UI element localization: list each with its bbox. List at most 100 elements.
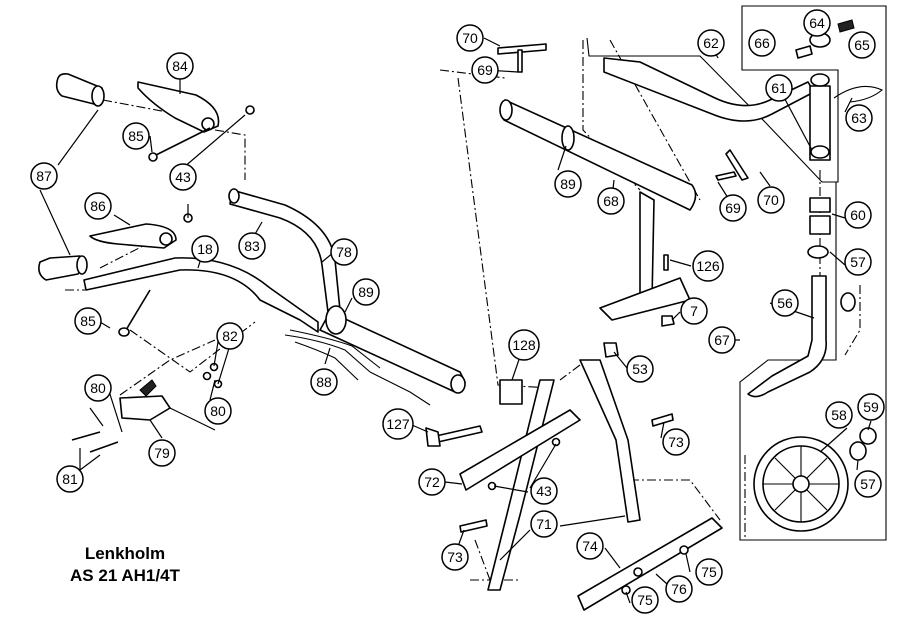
- callout-number: 80: [90, 380, 106, 396]
- callout-circle: [697, 29, 725, 57]
- callout-76: 76: [665, 575, 693, 603]
- center-frame: [459, 19, 884, 611]
- callout-62: 62: [697, 29, 725, 57]
- callout-number: 63: [851, 110, 867, 126]
- callout-number: 68: [603, 193, 619, 209]
- callout-number: 79: [154, 445, 170, 461]
- callout-circle: [748, 29, 776, 57]
- callout-126: 126: [692, 250, 724, 282]
- callout-number: 73: [668, 434, 684, 450]
- callout-number: 60: [850, 207, 866, 223]
- callout-number: 43: [536, 483, 552, 499]
- callout-number: 61: [771, 80, 787, 96]
- callout-72: 72: [418, 468, 446, 496]
- callout-number: 72: [424, 474, 440, 490]
- callout-71: 71: [530, 510, 558, 538]
- callout-74: 74: [576, 532, 604, 560]
- callout-number: 64: [809, 15, 825, 31]
- callout-circle: [680, 297, 708, 325]
- callout-circle: [848, 31, 876, 59]
- callout-number: 57: [850, 254, 866, 270]
- callout-number: 89: [358, 284, 374, 300]
- callout-80: 80: [204, 397, 232, 425]
- callout-81: 81: [56, 465, 84, 493]
- inset-boxes: [586, 5, 887, 541]
- callout-85: 85: [122, 122, 150, 150]
- callout-circle: [508, 329, 540, 361]
- callout-circle: [695, 558, 723, 586]
- callout-circle: [857, 393, 885, 421]
- callout-75: 75: [695, 558, 723, 586]
- callout-number: 58: [831, 407, 847, 423]
- callout-circle: [166, 52, 194, 80]
- callout-circle: [631, 586, 659, 614]
- callout-circle: [456, 24, 484, 52]
- callout-circle: [310, 368, 338, 396]
- callout-circle: [382, 408, 414, 440]
- callout-number: 59: [863, 399, 879, 415]
- callout-68: 68: [597, 187, 625, 215]
- callout-number: 69: [477, 62, 493, 78]
- callout-number: 7: [690, 303, 698, 319]
- callout-number: 126: [696, 258, 720, 274]
- callout-circle: [216, 322, 244, 350]
- handlebar-assembly: [38, 73, 483, 453]
- callout-82: 82: [216, 322, 244, 350]
- callout-64: 64: [803, 9, 831, 37]
- callout-number: 56: [777, 295, 793, 311]
- callout-69: 69: [471, 56, 499, 84]
- callout-number: 87: [36, 168, 52, 184]
- callout-circle: [418, 468, 446, 496]
- callout-56: 56: [771, 289, 799, 317]
- callout-circle: [597, 187, 625, 215]
- callout-73: 73: [662, 428, 690, 456]
- callout-7: 7: [680, 297, 708, 325]
- callout-circle: [530, 510, 558, 538]
- callout-79: 79: [148, 439, 176, 467]
- callout-70: 70: [757, 186, 785, 214]
- callout-circle: [854, 470, 882, 498]
- callout-circle: [530, 477, 558, 505]
- callout-circle: [204, 397, 232, 425]
- callout-circle: [665, 575, 693, 603]
- callout-61: 61: [765, 74, 793, 102]
- callout-88: 88: [310, 368, 338, 396]
- callout-circle: [803, 9, 831, 37]
- callout-circle: [56, 465, 84, 493]
- callout-59: 59: [857, 393, 885, 421]
- callout-75: 75: [631, 586, 659, 614]
- callout-circle: [662, 428, 690, 456]
- callout-number: 85: [128, 128, 144, 144]
- callout-number: 70: [462, 30, 478, 46]
- callout-87: 87: [30, 162, 58, 190]
- callout-circle: [169, 163, 197, 191]
- callout-circle: [845, 104, 873, 132]
- callout-85: 85: [74, 307, 102, 335]
- callout-circle: [626, 355, 654, 383]
- callout-circle: [825, 401, 853, 429]
- callout-number: 78: [336, 244, 352, 260]
- callout-circle: [844, 201, 872, 229]
- callout-128: 128: [508, 329, 540, 361]
- callout-number: 75: [637, 592, 653, 608]
- callout-circle: [757, 186, 785, 214]
- callout-63: 63: [845, 104, 873, 132]
- callout-number: 73: [447, 549, 463, 565]
- callout-circle: [30, 162, 58, 190]
- callout-70: 70: [456, 24, 484, 52]
- callout-number: 53: [632, 361, 648, 377]
- title-block: Lenkholm AS 21 AH1/4T: [60, 543, 190, 587]
- title-line-2: AS 21 AH1/4T: [70, 566, 180, 585]
- callout-43: 43: [530, 477, 558, 505]
- callout-circle: [352, 278, 380, 306]
- callout-78: 78: [330, 238, 358, 266]
- callout-circle: [84, 374, 112, 402]
- callout-57: 57: [844, 248, 872, 276]
- callout-circle: [844, 248, 872, 276]
- callout-69: 69: [719, 194, 747, 222]
- callout-57: 57: [854, 470, 882, 498]
- callout-66: 66: [748, 29, 776, 57]
- callout-number: 65: [854, 37, 870, 53]
- callout-number: 76: [671, 581, 687, 597]
